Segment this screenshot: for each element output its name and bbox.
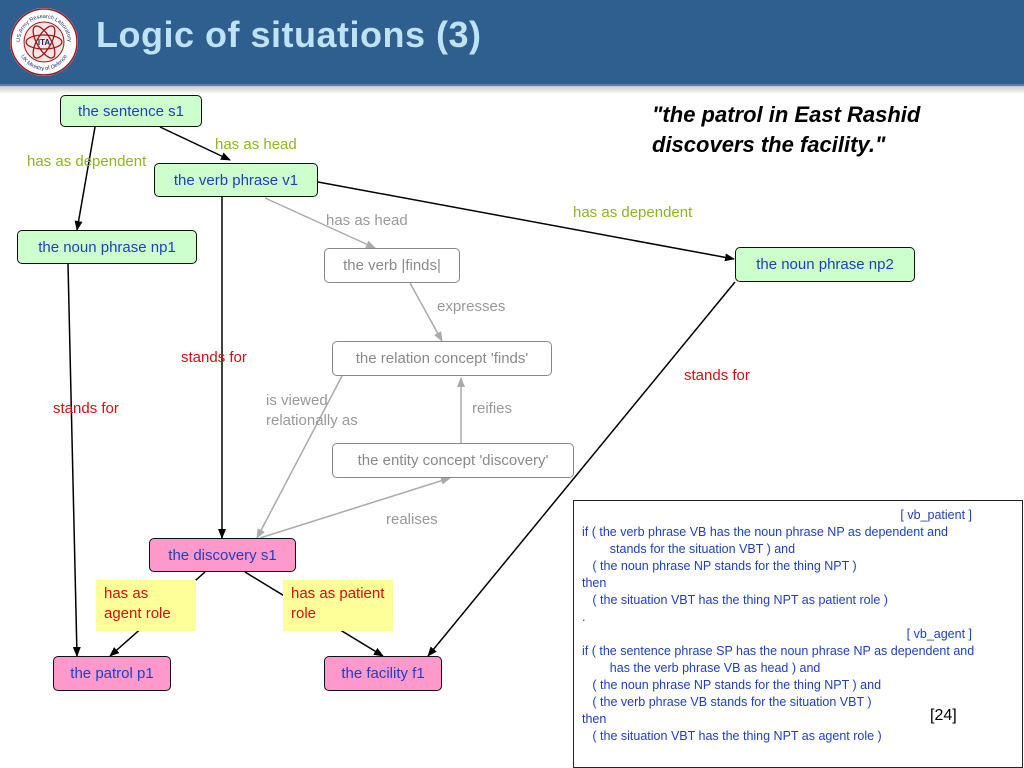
rule-line: ( the situation VBT has the thing NPT as… (582, 729, 882, 743)
edge-np1-stands-for (67, 263, 81, 657)
node-verb-finds: the verb |finds| (324, 248, 460, 283)
role-patient: has as patient role (283, 580, 393, 631)
label-v1-head: has as head (326, 212, 408, 229)
node-noun-phrase-np1: the noun phrase np1 (17, 230, 197, 264)
example-sentence-quote: "the patrol in East Rashid discovers the… (652, 102, 921, 157)
rule-line: has the verb phrase VB as head ) and (582, 661, 821, 675)
edge-expresses (409, 282, 443, 342)
rules-box: [ vb_patient ] if ( the verb phrase VB h… (573, 500, 1023, 768)
reference-number: [24] (930, 707, 957, 724)
page-title: Logic of situations (3) (96, 14, 482, 55)
header-shadow (0, 86, 1024, 94)
rule-line: then (582, 712, 607, 726)
label-viewed-relationally: is viewed relationally as (266, 392, 358, 429)
slide-header: ITA US Army Research Laboratory UK Minis… (0, 0, 1024, 86)
edge-viewed-relationally (256, 375, 343, 539)
node-verb-phrase-v1: the verb phrase v1 (154, 163, 318, 197)
edge-realises (259, 476, 451, 539)
node-relation-concept: the relation concept 'finds' (332, 341, 552, 376)
label-s1-head: has as head (215, 136, 297, 153)
logo-center-text: ITA (38, 38, 51, 47)
label-expresses: expresses (437, 298, 506, 315)
edge-np2-stands-for (427, 281, 736, 657)
seal-logo-icon: ITA US Army Research Laboratory UK Minis… (10, 8, 78, 76)
label-reifies: reifies (472, 400, 513, 417)
label-stands-for-np2: stands for (684, 367, 750, 384)
node-facility-f1: the facility f1 (324, 656, 442, 691)
rule-line: ( the situation VBT has the thing NPT as… (582, 593, 888, 607)
label-s1-dependent: has as dependent (27, 153, 147, 170)
node-patrol-p1: the patrol p1 (53, 656, 171, 691)
rule-line: stands for the situation VBT ) and (582, 542, 796, 556)
rule-line: if ( the sentence phrase SP has the noun… (582, 644, 975, 658)
edge-s1-dependent (74, 126, 96, 231)
edge-v1-head-grey (264, 197, 376, 249)
rule-line: then (582, 576, 607, 590)
edge-s1-head (159, 126, 231, 161)
rule-line: [ vb_agent ] (906, 627, 972, 641)
rule-line: ( the noun phrase NP stands for the thin… (582, 559, 857, 573)
label-stands-for-np1: stands for (53, 400, 119, 417)
role-agent: has as agent role (96, 580, 196, 631)
label-v1-dependent: has as dependent (573, 204, 693, 221)
node-entity-concept: the entity concept 'discovery' (332, 443, 574, 478)
rule-line: if ( the verb phrase VB has the noun phr… (582, 525, 948, 539)
rule-line: ( the noun phrase NP stands for the thin… (582, 678, 882, 692)
label-stands-for-v1: stands for (181, 349, 247, 366)
edge-v1-dependent (317, 181, 735, 262)
node-sentence-s1: the sentence s1 (60, 95, 202, 127)
node-discovery-s1: the discovery s1 (149, 538, 296, 572)
rule-line: [ vb_patient ] (900, 508, 972, 522)
rule-line: ( the verb phrase VB stands for the situ… (582, 695, 872, 709)
node-noun-phrase-np2: the noun phrase np2 (735, 247, 915, 282)
label-realises: realises (386, 511, 438, 528)
rule-line: . (582, 610, 586, 624)
